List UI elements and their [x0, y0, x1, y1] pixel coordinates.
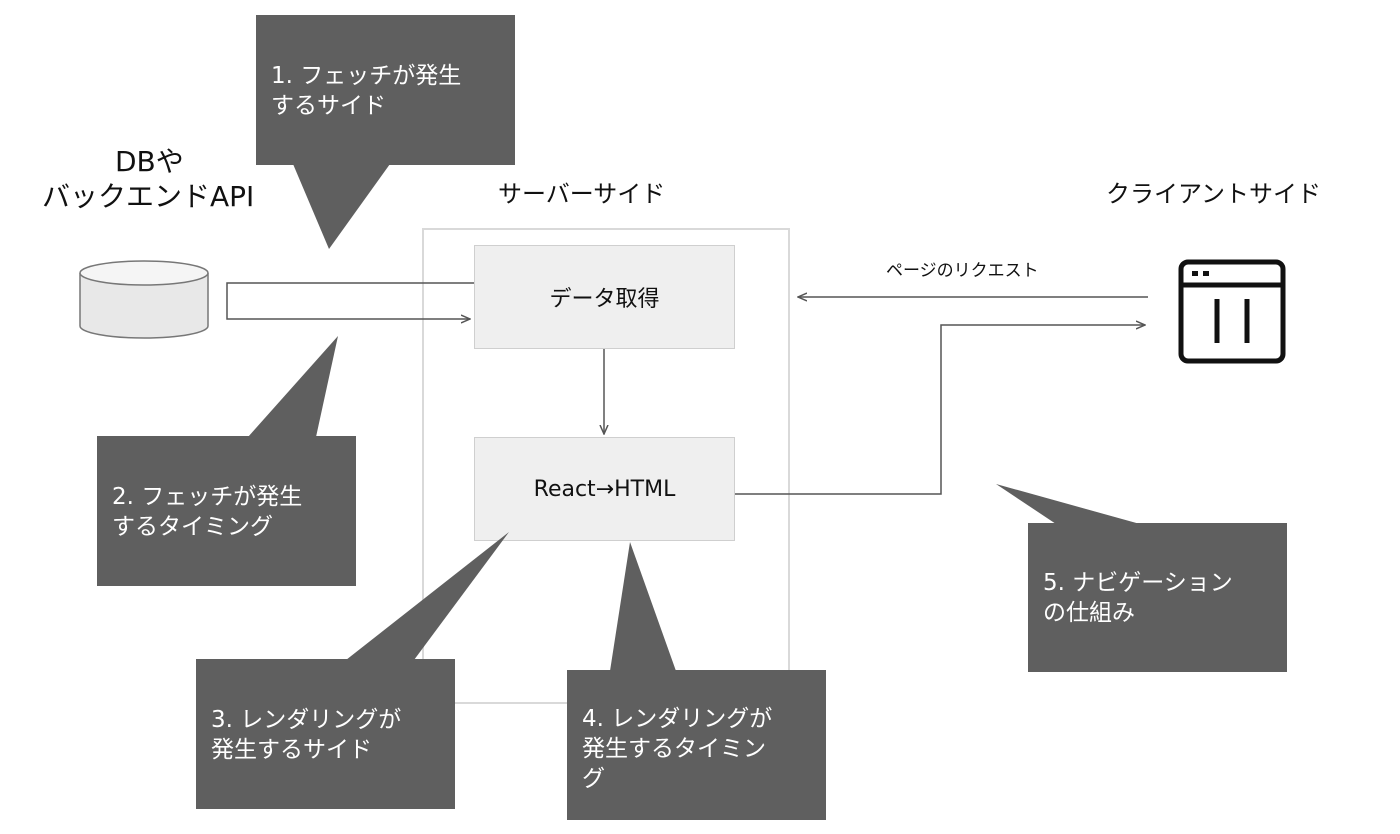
react-to-html-box: React→HTML — [474, 437, 735, 541]
data-fetch-box: データ取得 — [474, 245, 735, 349]
callout-2-text: 2. フェッチが発生 するタイミング — [112, 484, 303, 540]
callout-4-shape — [567, 542, 826, 820]
callout-1-shape — [256, 15, 515, 249]
callout-4-text: 4. レンダリングが 発生するタイミン グ — [582, 706, 773, 792]
database-icon — [79, 260, 209, 339]
client-side-label: クライアントサイド — [1106, 180, 1322, 208]
page-request-label: ページのリクエスト — [886, 261, 1039, 281]
db-fetch-connector — [226, 282, 474, 319]
server-side-label: サーバーサイド — [498, 180, 666, 208]
callout-2-shape — [97, 336, 356, 586]
callout-5-text: 5. ナビゲーション の仕組み — [1043, 570, 1233, 626]
callout-3-shape — [196, 532, 509, 809]
browser-window-icon — [1178, 259, 1286, 364]
callout-3-text: 3. レンダリングが 発生するサイド — [211, 707, 402, 763]
callout-5-shape — [996, 484, 1287, 672]
html-response-arrow — [735, 325, 1145, 495]
db-label-line1: DBや — [115, 145, 184, 178]
callout-1-text: 1. フェッチが発生 するサイド — [271, 63, 462, 119]
db-label-line2: バックエンドAPI — [42, 180, 255, 213]
